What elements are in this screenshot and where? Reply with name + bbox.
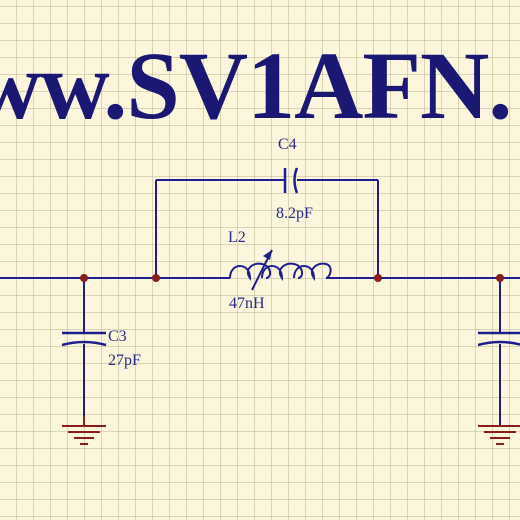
l2-value-label: 47nH: [229, 295, 265, 312]
junction-dot: [152, 274, 160, 282]
junction-dot: [80, 274, 88, 282]
ground-icon: [478, 425, 520, 445]
junction-dot: [374, 274, 382, 282]
capacitor-c3-symbol: [61, 331, 107, 347]
c3-ref-label: C3: [108, 328, 127, 345]
l2-ref-label: L2: [228, 229, 246, 246]
capacitor-right-symbol: [477, 331, 520, 347]
website-watermark: ww.SV1AFN.: [0, 32, 512, 139]
junction-dot: [496, 274, 504, 282]
c4-ref-label: C4: [278, 136, 297, 153]
c3-value-label: 27pF: [108, 352, 141, 369]
c4-value-label: 8.2pF: [276, 205, 313, 222]
ground-icon: [62, 416, 106, 445]
capacitor-c4-symbol: [283, 167, 299, 194]
inductor-l2-symbol: [229, 249, 332, 291]
